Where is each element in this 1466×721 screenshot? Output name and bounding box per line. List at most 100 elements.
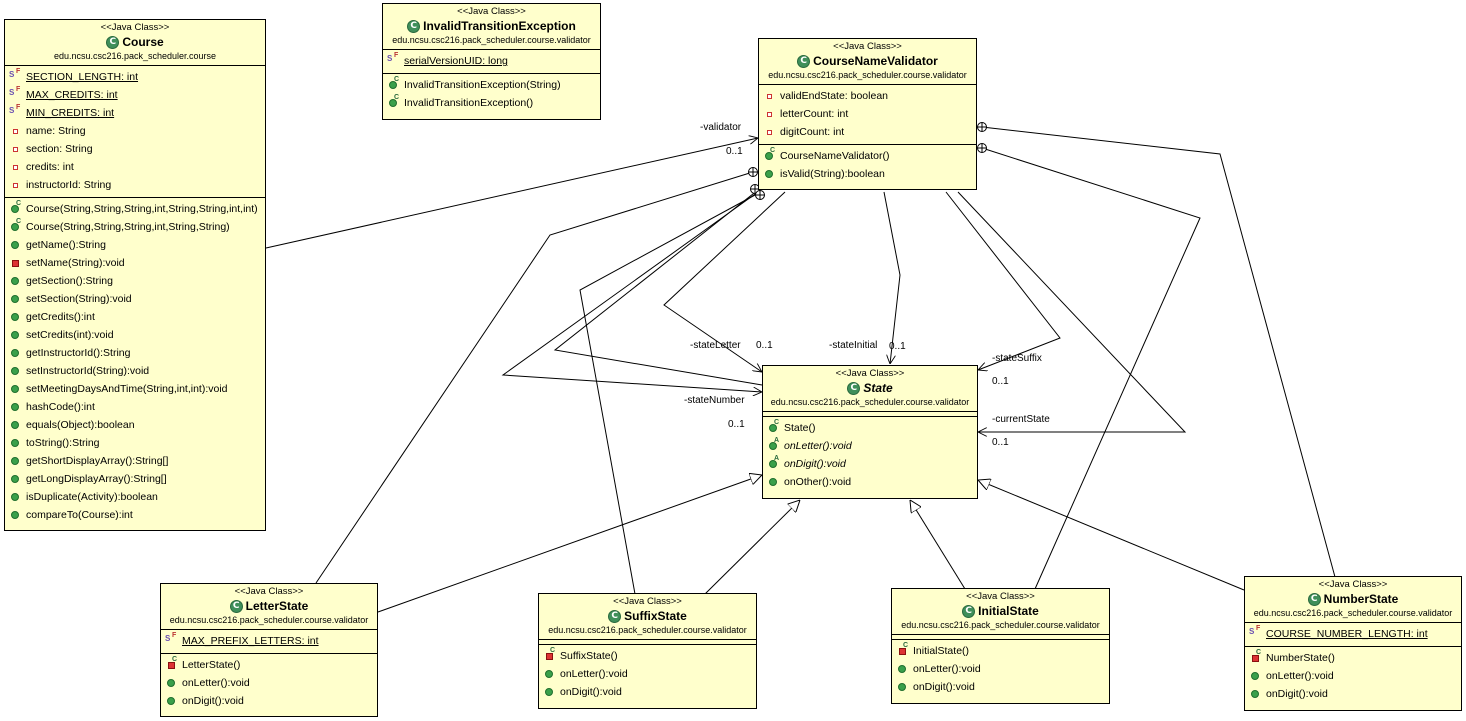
field-row: credits: int [5,158,265,176]
public-method-icon [1249,670,1261,682]
method-row: setSection(String):void [5,290,265,308]
abstract-method-icon: A [767,455,779,470]
initialstate-generalization [910,500,966,590]
state-number-role-label: -stateNumber [684,395,745,406]
state-number-multiplicity-label: 0..1 [728,419,745,430]
method-row: onDigit():void [161,692,377,710]
field-row: section: String [5,140,265,158]
extra-nesting-line [553,189,763,386]
current-state-association [957,191,1187,432]
public-method-icon [9,311,21,323]
public-method-icon [9,239,21,251]
public-method-icon [9,383,21,395]
public-method-icon [9,455,21,467]
method-row: setInstructorId(String):void [5,362,265,380]
state-letter-association [663,191,786,372]
course-validator-association [265,138,758,249]
field-row: name: String [5,122,265,140]
stereotype-label: <<Java Class>> [1318,579,1388,590]
public-method-icon [896,663,908,675]
method-row: getShortDisplayArray():String[] [5,452,265,470]
stereotype-label: <<Java Class>> [835,368,905,379]
private-constructor-icon: C [896,642,908,657]
public-method-icon [9,509,21,521]
state-letter-role-label: -stateLetter [690,340,741,351]
package-label: edu.ncsu.csc216.pack_scheduler.course.va… [169,615,369,625]
private-field-icon [763,90,775,102]
method-row: getSection():String [5,272,265,290]
class-icon: C [106,35,120,49]
private-field-icon [9,143,21,155]
public-method-icon [9,437,21,449]
method-row: isValid(String):boolean [759,165,976,183]
constructor-icon: C [9,200,21,215]
method-row: getCredits():int [5,308,265,326]
public-method-icon [9,401,21,413]
public-method-icon [165,695,177,707]
method-row: getInstructorId():String [5,344,265,362]
stereotype-label: <<Java Class>> [613,596,682,607]
public-method-icon [1249,688,1261,700]
method-row: toString():String [5,434,265,452]
letterstate-nesting-line [315,171,754,584]
method-row: setMeetingDaysAndTime(String,int,int):vo… [5,380,265,398]
constructor-icon: C [387,94,399,109]
method-row: onDigit():void [1245,685,1461,703]
method-row: onDigit():void [539,683,756,701]
field-row: validEndState: boolean [759,87,976,105]
stereotype-label: <<Java Class>> [100,22,170,33]
method-row: onLetter():void [161,674,377,692]
field-row: digitCount: int [759,123,976,141]
package-label: edu.ncsu.csc216.pack_scheduler.course.va… [1253,608,1453,618]
private-field-icon [9,179,21,191]
public-method-icon [9,293,21,305]
state-initial-role-label: -stateInitial [829,340,878,351]
abstract-method-icon: A [767,437,779,452]
suffixstate-nesting-line [579,194,756,595]
public-method-icon [896,681,908,693]
state-letter-multiplicity-label: 0..1 [756,340,773,351]
initialstate-nesting-line [981,147,1201,590]
fields-section [892,635,1109,640]
package-label: edu.ncsu.csc216.pack_scheduler.course.va… [768,70,967,80]
constructor-icon: C [387,76,399,91]
validator-multiplicity-label: 0..1 [726,146,743,157]
fields-section [763,412,977,417]
current-state-multiplicity-label: 0..1 [992,437,1009,448]
state-number-association [501,191,762,392]
numberstate-generalization [978,480,1245,591]
method-row: onDigit():void [892,678,1109,696]
public-method-icon [9,473,21,485]
state-suffix-role-label: -stateSuffix [992,353,1042,364]
field-row: letterCount: int [759,105,976,123]
